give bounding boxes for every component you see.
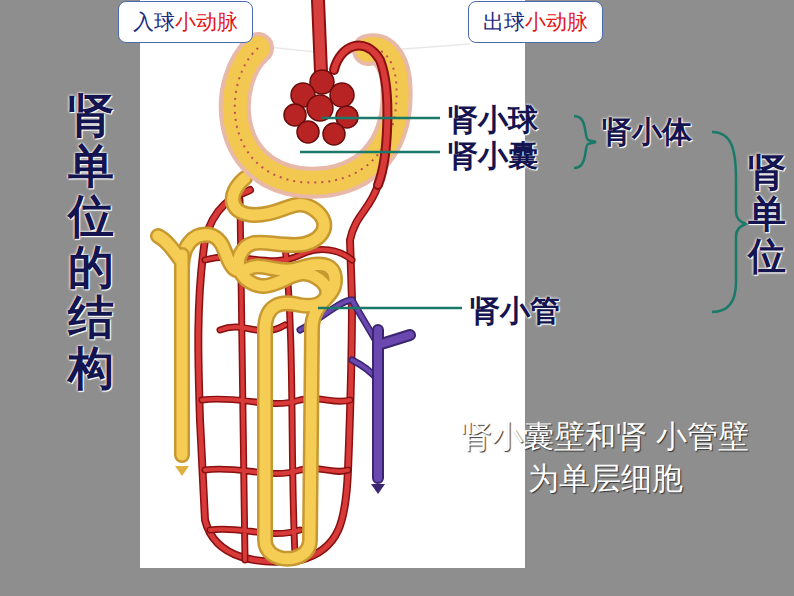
- box-text: 小动脉: [525, 10, 588, 34]
- bracket: [712, 132, 746, 312]
- flow-arrow: [175, 466, 189, 476]
- collecting-duct: [158, 236, 182, 455]
- callout-box: 入球小动脉: [118, 1, 253, 43]
- capillary-loop: [297, 121, 319, 143]
- box-text: 小动脉: [175, 10, 238, 34]
- part-label: 肾单位: [748, 152, 786, 277]
- renal-tubule: [182, 178, 335, 559]
- renal-tubule: [182, 178, 335, 559]
- callout-box: 出球小动脉: [468, 1, 603, 43]
- afferent-arteriole: [318, 0, 321, 72]
- box-text: 入球: [133, 10, 175, 34]
- vein: [378, 330, 410, 478]
- tubule-group: [158, 178, 335, 559]
- bracket: [574, 116, 596, 168]
- leader-line: [322, 117, 440, 120]
- efferent-arteriole: [334, 46, 387, 185]
- part-label: 肾小体: [602, 112, 692, 153]
- capillary-loop: [323, 123, 345, 145]
- glomerulus: [284, 70, 358, 145]
- box-text: 出球: [483, 10, 525, 34]
- capillary-loop: [330, 83, 354, 107]
- leader-lines: [300, 118, 462, 308]
- part-label: 肾小管: [470, 291, 560, 332]
- collecting-duct: [158, 236, 182, 455]
- afferent-arteriole: [318, 0, 321, 72]
- illustration-panel: [140, 0, 525, 568]
- flow-arrow: [371, 484, 385, 494]
- efferent-arteriole: [334, 46, 387, 185]
- leader-line: [300, 151, 440, 154]
- part-label: 肾小球: [448, 100, 538, 141]
- leader-line: [318, 307, 462, 310]
- part-label: 肾小囊: [448, 136, 538, 177]
- vein: [378, 330, 410, 478]
- title: 肾单位的结构: [68, 90, 114, 394]
- note-text: 肾小囊壁和肾 小管壁为单层细胞: [452, 416, 758, 500]
